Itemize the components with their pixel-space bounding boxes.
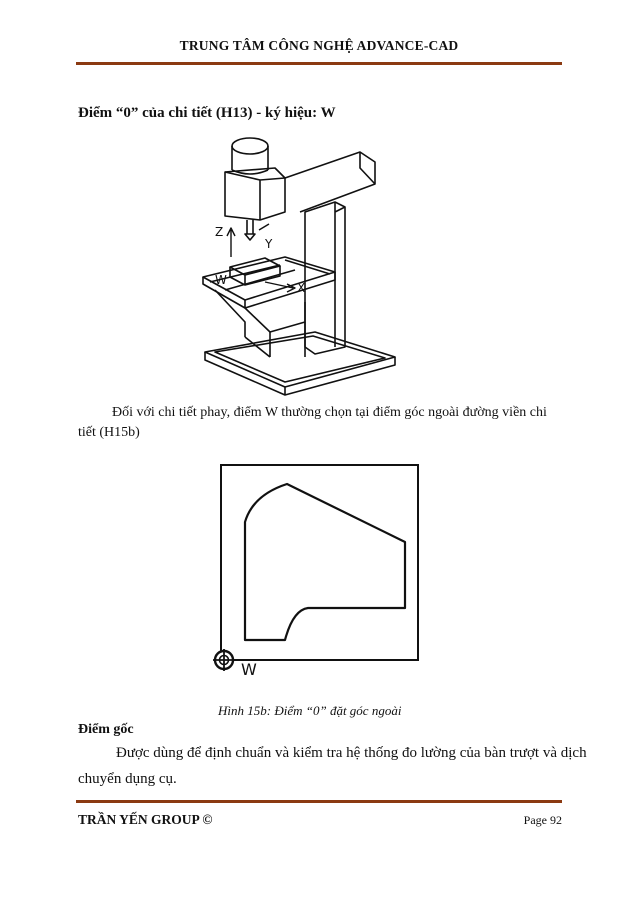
- spindle-cylinder-top: [231, 137, 269, 155]
- table-saddle: [214, 289, 306, 337]
- figure-frame: [220, 464, 419, 661]
- x-axis-arrow: [264, 281, 296, 293]
- axis-label-x: X: [297, 281, 305, 295]
- section-heading-origin: Điểm gốc: [78, 722, 134, 737]
- section-heading-workpiece-zero: Điểm “0” của chi tiết (H13) - ký hiệu: W: [78, 105, 336, 121]
- spindle-tool: [244, 220, 256, 241]
- page-header-title: TRUNG TÂM CÔNG NGHỆ ADVANCE-CAD: [179, 38, 459, 53]
- part-contour: [243, 482, 407, 642]
- z-axis-arrow: [226, 227, 236, 257]
- milling-machine-figure: Z Y X W: [202, 137, 396, 396]
- spindle-head-box: [224, 167, 286, 221]
- point-label-w: W: [215, 273, 227, 287]
- y-axis-arrow: [258, 223, 270, 231]
- footer-rule: [76, 800, 562, 803]
- figure-caption: Hình 15b: Điểm “0” đặt góc ngoài: [218, 703, 402, 718]
- header-rule: [76, 62, 562, 65]
- paragraph-milling-zero-point: Đối với chi tiết phay, điểm W thường chọ…: [78, 405, 547, 440]
- axis-label-y: Y: [264, 237, 273, 251]
- part-contour-figure: W: [213, 464, 419, 679]
- footer-company: TRẦN YẾN GROUP ©: [78, 812, 213, 827]
- machine-arm: [284, 151, 376, 213]
- machine-column: [304, 201, 346, 355]
- zero-point-label-w: W: [241, 660, 257, 679]
- axis-label-z: Z: [215, 225, 223, 239]
- page-number: Page 92: [523, 813, 562, 827]
- zero-point-icon: [213, 649, 235, 671]
- paragraph-origin: Được dùng để định chuẩn và kiểm tra hệ t…: [78, 745, 587, 787]
